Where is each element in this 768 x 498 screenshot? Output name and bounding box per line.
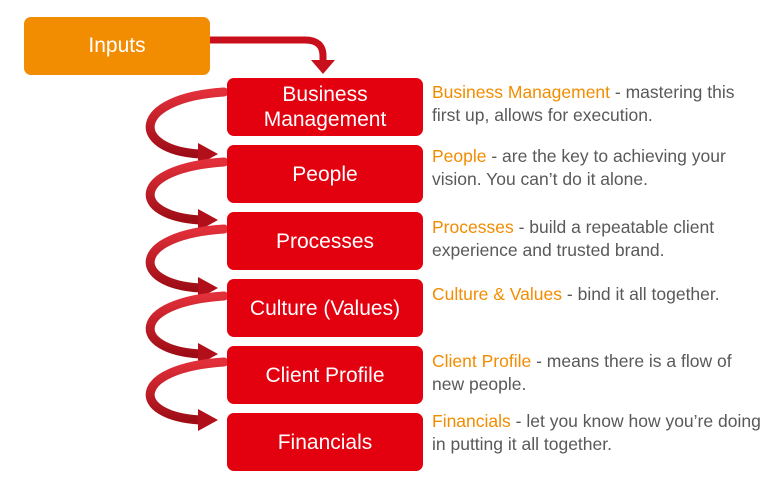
stage-label: People (292, 162, 358, 186)
stage-client-profile: Client Profile (227, 346, 423, 404)
stage-label: Financials (277, 430, 373, 454)
desc-title: Processes (432, 217, 514, 237)
inputs-label: Inputs (88, 34, 146, 57)
loop-arrow-3 (145, 224, 229, 299)
stage-processes: Processes (227, 212, 423, 270)
stage-label: Processes (275, 229, 375, 253)
stage-label: Culture (Values) (249, 296, 401, 320)
desc-body: - mastering this first up, allows for ex… (432, 82, 735, 125)
stage-culture-values: Culture (Values) (227, 279, 423, 337)
desc-body: - let you know how you’re doing in putti… (432, 411, 761, 454)
stage-people: People (227, 145, 423, 203)
loop-arrow-2 (145, 157, 229, 231)
stage-business-management: Business Management (227, 78, 423, 136)
desc-body: - bind it all together. (562, 284, 720, 304)
desc-client-profile: Client Profile - means there is a flow o… (432, 350, 762, 396)
desc-financials: Financials - let you know how you’re doi… (432, 410, 762, 456)
desc-title: People (432, 146, 487, 166)
desc-title: Client Profile (432, 351, 532, 371)
stage-label: Client Profile (265, 363, 385, 387)
desc-culture-values: Culture & Values - bind it all together. (432, 283, 762, 306)
desc-people: People - are the key to achieving your v… (432, 145, 762, 191)
stage-label: Business Management (263, 83, 387, 131)
desc-body: - are the key to achieving your vision. … (432, 146, 726, 189)
desc-business-management: Business Management - mastering this fir… (432, 81, 762, 127)
desc-processes: Processes - build a repeatable client ex… (432, 216, 762, 262)
desc-title: Financials (432, 411, 511, 431)
inputs-box: Inputs (24, 17, 210, 75)
loop-arrow-4 (145, 291, 229, 365)
desc-body: - means there is a flow of new people. (432, 351, 732, 394)
inputs-arrow (210, 36, 335, 74)
desc-body: - build a repeatable client experience a… (432, 217, 715, 260)
desc-title: Business Management (432, 82, 611, 102)
desc-title: Culture & Values (432, 284, 563, 304)
loop-arrow-1 (145, 87, 229, 165)
stage-financials: Financials (227, 413, 423, 471)
loop-arrow-5 (145, 357, 229, 431)
